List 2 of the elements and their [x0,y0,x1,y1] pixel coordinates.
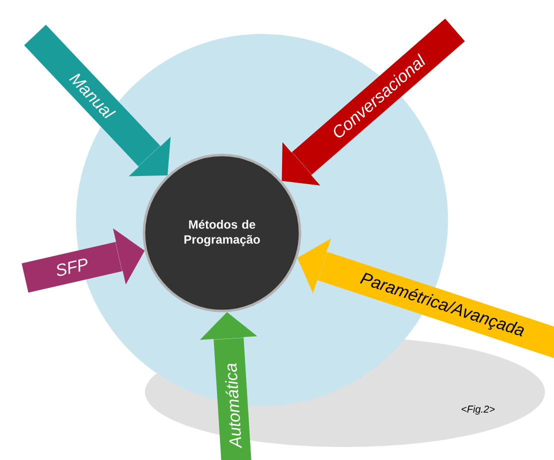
figure-label: <Fig.2> [462,405,495,415]
node-label: SFP [56,258,88,276]
